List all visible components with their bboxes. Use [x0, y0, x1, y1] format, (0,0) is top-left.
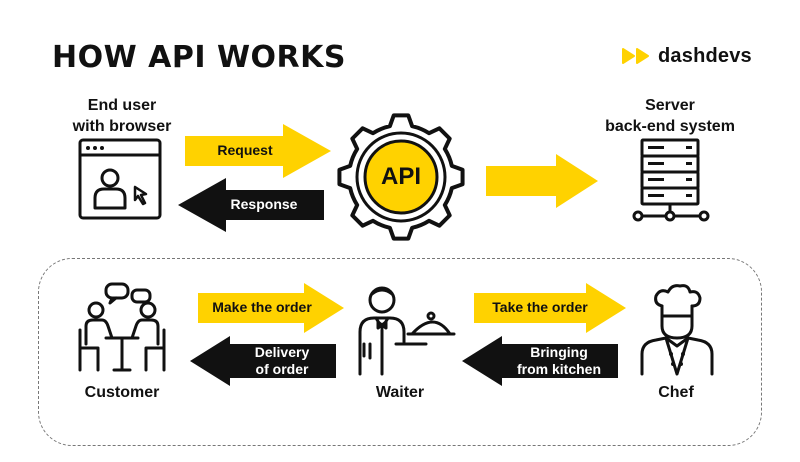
server-icon [632, 138, 710, 222]
api-gear: API [336, 112, 466, 242]
server-label-line1: Server [645, 97, 695, 114]
customer-icon [78, 282, 166, 372]
restaurant-analogy-box [38, 258, 762, 446]
response-arrow-shape [178, 178, 324, 232]
page-title: HOW API WORKS [52, 40, 347, 75]
brand-chevrons-icon [622, 48, 649, 64]
bringing-label: Bringing from kitchen [500, 344, 618, 378]
gear-icon [337, 113, 465, 241]
end-user-label: End user with browser [52, 95, 192, 137]
end-user-label-line1: End user [87, 97, 157, 114]
brand-logo: dashdevs [622, 44, 752, 68]
response-label: Response [230, 196, 298, 212]
bringing-label-line1: Bringing [530, 344, 588, 360]
server-label: Server back-end system [590, 95, 750, 137]
api-label: API [380, 163, 421, 190]
make-order-arrow: Make the order [198, 283, 344, 333]
request-arrow-shape [185, 124, 331, 178]
request-arrow: Request [185, 124, 331, 178]
request-label: Request [217, 142, 273, 158]
make-order-label: Make the order [212, 299, 312, 315]
bringing-arrow-shape [462, 336, 618, 386]
waiter-icon [358, 286, 456, 376]
take-order-arrow: Take the order [474, 283, 626, 333]
browser-user-icon [78, 138, 162, 220]
bringing-label-line2: from kitchen [516, 361, 601, 377]
api-to-server-arrow [486, 154, 598, 208]
customer-label: Customer [84, 384, 160, 401]
waiter-label: Waiter [375, 384, 425, 401]
chef-icon [640, 284, 714, 376]
delivery-label-line1: Delivery [254, 344, 310, 360]
delivery-arrow: Delivery of order [190, 336, 336, 386]
delivery-label-line2: of order [255, 361, 309, 377]
take-order-arrow-shape [474, 283, 626, 333]
bringing-arrow: Bringing from kitchen [462, 336, 618, 386]
take-order-label: Take the order [492, 299, 588, 315]
server-label-line2: back-end system [605, 118, 735, 135]
response-arrow: Response [178, 178, 324, 232]
delivery-arrow-shape [190, 336, 336, 386]
make-order-arrow-shape [198, 283, 344, 333]
end-user-label-line2: with browser [72, 118, 172, 135]
delivery-label: Delivery of order [228, 344, 336, 378]
brand-name: dashdevs [658, 44, 752, 67]
chef-label: Chef [658, 384, 694, 401]
